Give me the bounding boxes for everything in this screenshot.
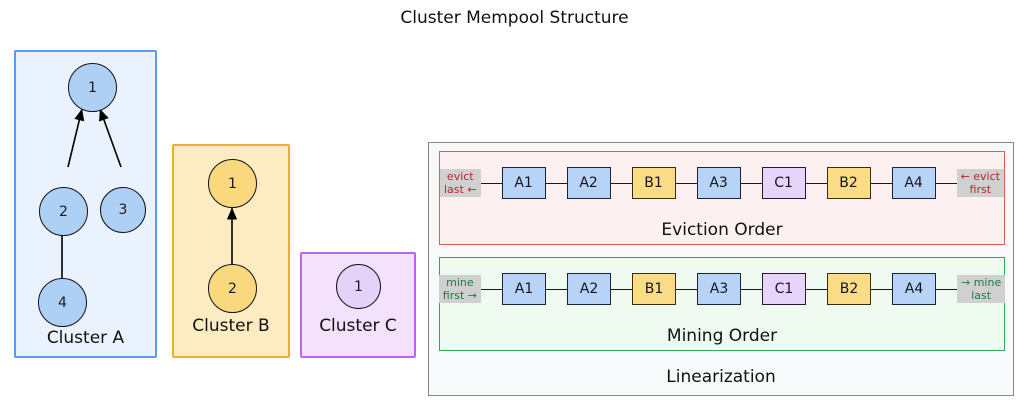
tx-box-b2-mining[interactable]: B2	[827, 273, 871, 305]
page-title: Cluster Mempool Structure	[400, 8, 629, 28]
connector	[936, 288, 957, 290]
node-label: 1	[228, 175, 237, 192]
tx-box-a4-mining[interactable]: A4	[892, 273, 936, 305]
evict-last-label: evict last ←	[440, 169, 481, 197]
cluster-a-node-4[interactable]: 4	[38, 278, 87, 327]
mining-order-title: Mining Order	[666, 326, 778, 346]
connector	[480, 182, 502, 184]
mine-first-label: mine first →	[438, 275, 481, 303]
connector	[806, 288, 827, 290]
cluster-a-node-3[interactable]: 3	[100, 187, 146, 233]
cluster-c-label: Cluster C	[319, 316, 397, 336]
linearization-panel[interactable]: evict last ← A1 A2 B1 A3 C1 B2 A4 ← evic…	[428, 142, 1014, 396]
tx-box-a3-eviction[interactable]: A3	[696, 167, 741, 199]
eviction-order-row[interactable]: evict last ← A1 A2 B1 A3 C1 B2 A4 ← evic…	[439, 151, 1005, 245]
node-label: 4	[58, 294, 67, 311]
mining-order-row[interactable]: mine first → A1 A2 B1 A3 C1 B2 A4 → mine…	[438, 257, 1006, 351]
cluster-a-box[interactable]: 1 2 3 4 Cluster A	[14, 50, 157, 358]
node-label: 1	[354, 278, 363, 295]
connector	[740, 182, 762, 184]
cluster-b-edges	[226, 207, 238, 264]
connector	[611, 288, 632, 290]
mining-chain: mine first → A1 A2 B1 A3 C1 B2 A4 → mine…	[438, 266, 1006, 312]
cluster-b-label: Cluster B	[192, 316, 270, 336]
connector	[805, 182, 827, 184]
tx-box-a2-eviction[interactable]: A2	[566, 167, 611, 199]
cluster-b-node-1[interactable]: 1	[208, 159, 257, 208]
cluster-a-label: Cluster A	[46, 328, 125, 348]
tx-box-a3-mining[interactable]: A3	[697, 273, 741, 305]
tx-box-b1-eviction[interactable]: B1	[631, 167, 676, 199]
mine-last-label: → mine last	[957, 275, 1006, 303]
connector	[741, 288, 762, 290]
tx-box-c1-eviction[interactable]: C1	[761, 167, 806, 199]
evict-first-label: ← evict first	[956, 169, 1004, 197]
connector	[610, 182, 632, 184]
tx-box-c1-mining[interactable]: C1	[762, 273, 806, 305]
tx-box-a1-mining[interactable]: A1	[502, 273, 546, 305]
tx-box-a1-eviction[interactable]: A1	[501, 167, 546, 199]
cluster-a-node-2[interactable]: 2	[39, 187, 88, 236]
tx-box-b2-eviction[interactable]: B2	[826, 167, 871, 199]
node-label: 2	[228, 280, 237, 297]
cluster-b-box[interactable]: 1 2 Cluster B	[172, 144, 290, 358]
connector	[546, 288, 567, 290]
connector	[545, 182, 567, 184]
eviction-chain: evict last ← A1 A2 B1 A3 C1 B2 A4 ← evic…	[440, 160, 1004, 206]
node-label: 2	[59, 203, 68, 220]
node-label: 3	[118, 202, 128, 218]
cluster-c-box[interactable]: 1 Cluster C	[300, 252, 416, 358]
eviction-order-title: Eviction Order	[661, 220, 783, 240]
connector	[870, 182, 892, 184]
connector	[481, 288, 502, 290]
connector	[675, 182, 697, 184]
cluster-a-node-1[interactable]: 1	[68, 63, 117, 112]
tx-box-b1-mining[interactable]: B1	[632, 273, 676, 305]
cluster-b-node-2[interactable]: 2	[208, 264, 257, 313]
tx-box-a4-eviction[interactable]: A4	[891, 167, 936, 199]
connector	[871, 288, 892, 290]
node-label: 1	[88, 79, 97, 96]
tx-box-a2-mining[interactable]: A2	[567, 273, 611, 305]
cluster-c-node-1[interactable]: 1	[336, 264, 381, 309]
connector	[676, 288, 697, 290]
connector	[935, 182, 957, 184]
linearization-label: Linearization	[666, 367, 776, 387]
